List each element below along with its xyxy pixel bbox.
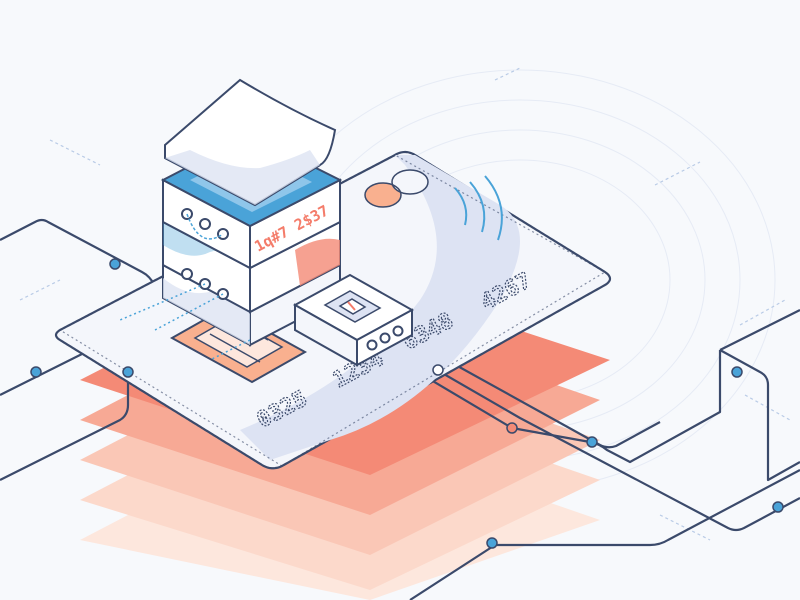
network-node-icon	[486, 537, 498, 549]
mastercard-logo-icon	[364, 169, 429, 208]
wire-chip-2	[384, 339, 800, 532]
network-node-icon	[506, 422, 518, 434]
network-node-icon	[586, 436, 598, 448]
network-node-icons	[30, 258, 784, 549]
card-swoosh	[240, 155, 520, 460]
wire-right	[719, 349, 800, 482]
network-node-icon	[30, 366, 42, 378]
server-tower: 1q#7 2$37	[160, 78, 343, 347]
network-node-icon	[122, 366, 134, 378]
chip-ports	[366, 325, 404, 351]
contactless-waves	[454, 175, 503, 241]
chip-icon	[323, 290, 382, 323]
chip-module	[292, 273, 415, 367]
wire-right-2	[719, 309, 800, 351]
network-node-icon	[432, 364, 444, 376]
wire-left-top	[0, 218, 162, 299]
network-node-icon	[109, 258, 121, 270]
wire-chip-3	[397, 332, 661, 449]
wire-bottom	[409, 469, 800, 600]
network-node-icon	[731, 366, 743, 378]
card-chip-icon	[169, 306, 308, 384]
network-node-icon	[772, 501, 784, 513]
data-links	[119, 283, 251, 361]
